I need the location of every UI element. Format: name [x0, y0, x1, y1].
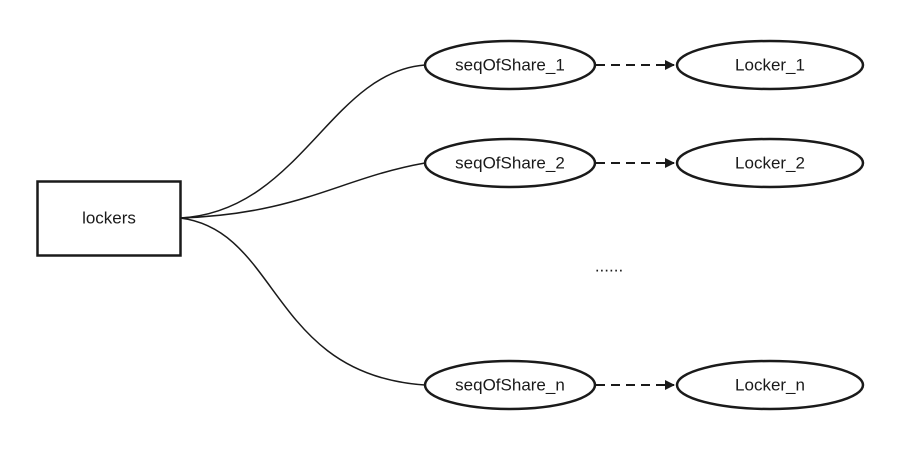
share-node-1 [423, 39, 597, 91]
locker-node-n [675, 359, 865, 411]
root-node-label: lockers [82, 208, 136, 227]
branch-1: seqOfShare_1 Locker_1 [423, 39, 865, 91]
locker-node-2 [675, 137, 865, 189]
locker-node-2-label: Locker_2 [735, 153, 805, 172]
connector-root-to-share-2 [179, 162, 426, 219]
locker-node-1 [675, 39, 865, 91]
root-node-box [36, 180, 182, 257]
branch-n: seqOfShare_n Locker_n [423, 359, 865, 411]
locker-node-n-label: Locker_n [735, 375, 805, 394]
connector-root-to-share-1 [179, 64, 426, 219]
root-node: lockers [36, 180, 182, 257]
branch-2: seqOfShare_2 Locker_2 [423, 137, 865, 189]
share-node-2-label: seqOfShare_2 [455, 153, 565, 172]
share-node-1-label: seqOfShare_1 [455, 55, 565, 74]
share-node-n [423, 359, 597, 411]
ellipsis-indicator: ...... [595, 256, 623, 275]
share-node-n-label: seqOfShare_n [455, 375, 565, 394]
share-node-2 [423, 137, 597, 189]
connector-root-to-share-n [179, 217, 426, 386]
locker-node-1-label: Locker_1 [735, 55, 805, 74]
